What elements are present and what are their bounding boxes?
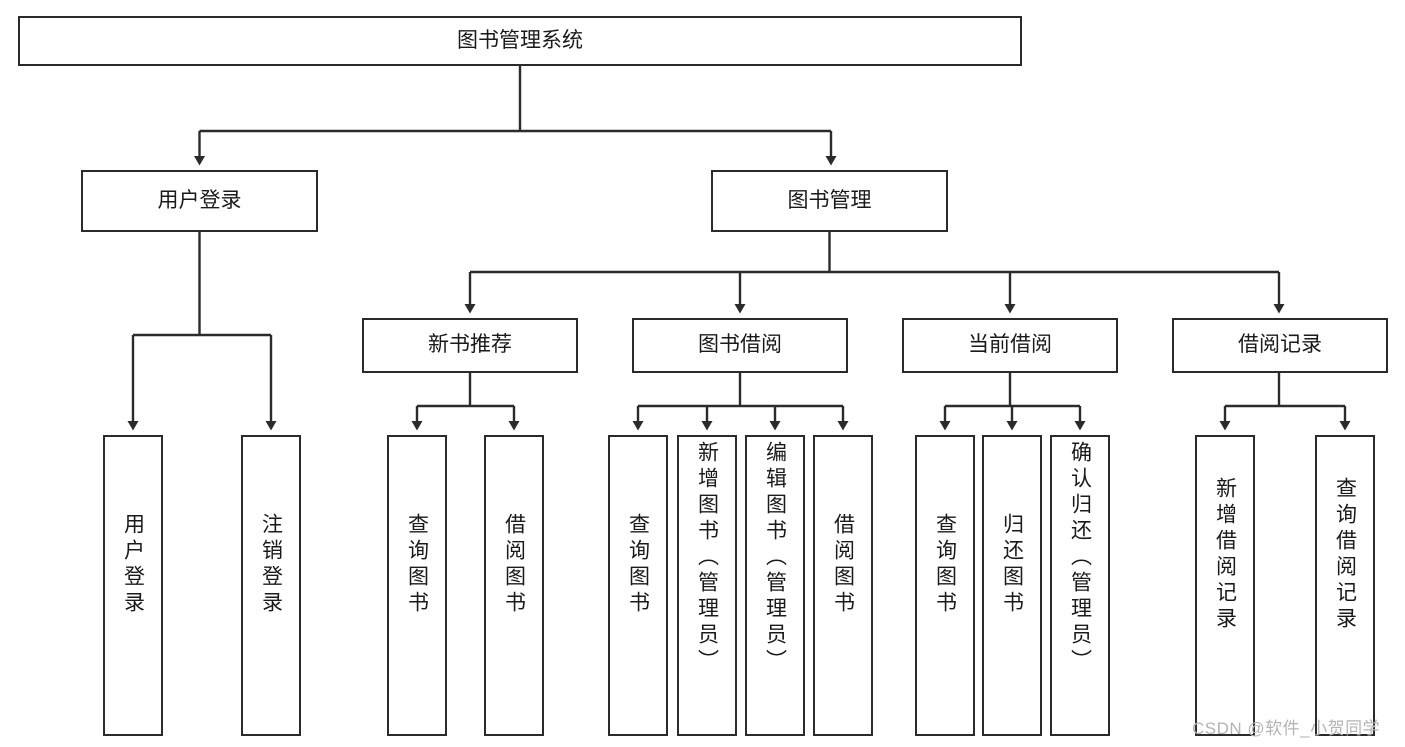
csdn-watermark: CSDN @软件_小贺同学 (1192, 719, 1381, 738)
node-leaf-borrow-book-1-label: 借阅图书 (502, 513, 526, 617)
node-new-book-recommend[interactable]: 新书推荐 (362, 318, 578, 373)
node-leaf-return-book-label: 归还图书 (1000, 513, 1024, 617)
node-leaf-add-book-label: 新增图书（管理员） (695, 441, 719, 675)
node-leaf-user-login[interactable]: 用户登录 (103, 435, 163, 736)
node-user-login[interactable]: 用户登录 (81, 170, 318, 232)
node-leaf-query-book-1[interactable]: 查询图书 (387, 435, 447, 736)
node-leaf-logout[interactable]: 注销登录 (241, 435, 301, 736)
node-leaf-query-book-1-label: 查询图书 (405, 513, 429, 617)
node-book-borrow[interactable]: 图书借阅 (632, 318, 848, 373)
node-borrow-record-label: 借阅记录 (1238, 333, 1322, 357)
node-leaf-user-login-label: 用户登录 (121, 513, 145, 617)
node-leaf-borrow-book-1[interactable]: 借阅图书 (484, 435, 544, 736)
node-leaf-query-book-2-label: 查询图书 (626, 513, 650, 617)
node-leaf-query-book-3[interactable]: 查询图书 (915, 435, 975, 736)
node-book-borrow-label: 图书借阅 (698, 333, 782, 357)
node-leaf-confirm-return[interactable]: 确认归还（管理员） (1050, 435, 1110, 736)
node-leaf-edit-book[interactable]: 编辑图书（管理员） (745, 435, 805, 736)
node-book-manage[interactable]: 图书管理 (711, 170, 948, 232)
node-leaf-add-record-label: 新增借阅记录 (1213, 477, 1237, 633)
node-leaf-add-book[interactable]: 新增图书（管理员） (677, 435, 737, 736)
node-leaf-query-record-label: 查询借阅记录 (1333, 477, 1357, 633)
node-book-manage-label: 图书管理 (787, 188, 872, 212)
node-leaf-borrow-book-2-label: 借阅图书 (831, 513, 855, 617)
node-current-borrow-label: 当前借阅 (968, 333, 1052, 357)
node-root-label: 图书管理系统 (457, 28, 583, 52)
node-leaf-return-book[interactable]: 归还图书 (982, 435, 1042, 736)
node-new-book-recommend-label: 新书推荐 (428, 333, 512, 357)
node-leaf-confirm-return-label: 确认归还（管理员） (1068, 441, 1092, 675)
node-user-login-label: 用户登录 (157, 188, 242, 212)
node-leaf-query-book-3-label: 查询图书 (933, 513, 957, 617)
node-leaf-edit-book-label: 编辑图书（管理员） (763, 441, 787, 675)
node-leaf-logout-label: 注销登录 (259, 513, 283, 617)
node-leaf-add-record[interactable]: 新增借阅记录 (1195, 435, 1255, 736)
node-current-borrow[interactable]: 当前借阅 (902, 318, 1118, 373)
node-leaf-query-book-2[interactable]: 查询图书 (608, 435, 668, 736)
node-borrow-record[interactable]: 借阅记录 (1172, 318, 1388, 373)
node-leaf-query-record[interactable]: 查询借阅记录 (1315, 435, 1375, 736)
node-leaf-borrow-book-2[interactable]: 借阅图书 (813, 435, 873, 736)
node-root[interactable]: 图书管理系统 (18, 16, 1022, 66)
